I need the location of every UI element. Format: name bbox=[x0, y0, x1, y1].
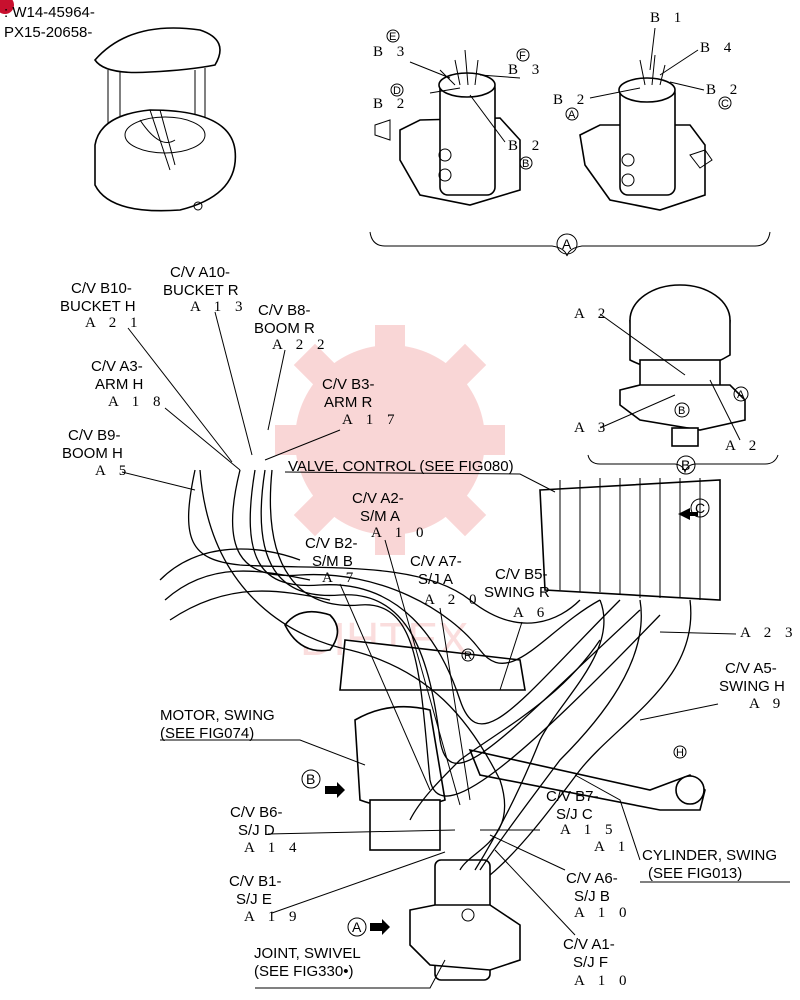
cv-b8-line2: BOOM R bbox=[254, 320, 315, 337]
cv-a3-line2: ARM H bbox=[95, 376, 143, 393]
cv-a10-ref: A 1 3 bbox=[190, 299, 248, 315]
detail-a-tag-a: A bbox=[568, 109, 576, 121]
detail-a-tag-e: E bbox=[389, 31, 396, 43]
cv-a10-line2: BUCKET R bbox=[163, 282, 239, 299]
detail-a-ref-6: B 4 bbox=[700, 40, 736, 56]
cv-b10-line1: C/V B10- bbox=[71, 280, 132, 297]
header-badge-icon bbox=[0, 0, 14, 14]
cv-b10-ref: A 2 1 bbox=[85, 315, 143, 331]
view-a-arrow-icon bbox=[370, 919, 390, 935]
detail-a-ref-1: B 3 bbox=[373, 44, 409, 60]
detail-view-b: B A 2 A 3 A 2 A B bbox=[574, 284, 779, 475]
view-markers: C B A R H bbox=[301, 498, 710, 937]
serial-2: PX15-20658- bbox=[4, 24, 92, 41]
cv-b5-ref: A 6 bbox=[513, 605, 549, 621]
detail-a-tag-d: D bbox=[393, 85, 401, 97]
cv-b9-line2: BOOM H bbox=[62, 445, 123, 462]
cylinder-line2: (SEE FIG013) bbox=[648, 865, 742, 882]
marker-h: H bbox=[676, 747, 684, 759]
cv-a5-line2: SWING H bbox=[719, 678, 785, 695]
cv-a6-ref: A 1 0 bbox=[574, 905, 632, 921]
cv-b3-line2: ARM R bbox=[324, 394, 373, 411]
detail-a-ref-2: B 3 bbox=[508, 62, 544, 78]
cv-b3-line1: C/V B3- bbox=[322, 376, 375, 393]
a1-ref: A 1 bbox=[594, 839, 630, 855]
cv-a1-line1: C/V A1- bbox=[563, 936, 615, 953]
cv-a6-line1: C/V A6- bbox=[566, 870, 618, 887]
detail-a-ref-7: B 2 bbox=[553, 92, 589, 108]
cv-b3-ref: A 1 7 bbox=[342, 412, 400, 428]
cv-b2-line2: S/M B bbox=[312, 553, 353, 570]
detail-a-ref-4: B 2 bbox=[508, 138, 544, 154]
cv-a7-line1: C/V A7- bbox=[410, 553, 462, 570]
cv-a10-line1: C/V A10- bbox=[170, 264, 230, 281]
cv-b7-line2: S/J C bbox=[556, 806, 593, 823]
cylinder-line1: CYLINDER, SWING bbox=[642, 847, 777, 864]
a23-ref: A 2 3 bbox=[740, 625, 798, 641]
cv-b2-line1: C/V B2- bbox=[305, 535, 358, 552]
cv-b2-ref: A 7 bbox=[322, 570, 358, 586]
cv-b6-line2: S/J D bbox=[238, 822, 275, 839]
detail-a-tag-c: C bbox=[721, 98, 729, 110]
detail-b-ref-1: A 2 bbox=[574, 306, 610, 322]
detail-a-ref-8: B 2 bbox=[706, 82, 742, 98]
detail-a-tag-f: F bbox=[519, 50, 526, 62]
machine-overview bbox=[93, 27, 237, 212]
cv-a7-line2: S/J A bbox=[418, 571, 453, 588]
cv-b6-line1: C/V B6- bbox=[230, 804, 283, 821]
detail-b-ref-3: A 2 bbox=[725, 438, 761, 454]
leader-lines bbox=[121, 311, 790, 989]
motor-line2: (SEE FIG074) bbox=[160, 725, 254, 742]
serial-1: : W14-45964- bbox=[4, 4, 95, 21]
cv-a7-ref: A 2 0 bbox=[424, 592, 482, 608]
view-b-arrow-icon bbox=[325, 782, 345, 798]
motor-line1: MOTOR, SWING bbox=[160, 707, 275, 724]
cv-a3-ref: A 1 8 bbox=[108, 394, 166, 410]
detail-a-ref-3: B 2 bbox=[373, 96, 409, 112]
detail-a-ref-5: B 1 bbox=[650, 10, 686, 26]
cv-b5-line2: SWING R bbox=[484, 584, 550, 601]
detail-b-tag-b: B bbox=[678, 405, 685, 417]
cv-b9-line1: C/V B9- bbox=[68, 427, 121, 444]
joint-line1: JOINT, SWIVEL bbox=[254, 945, 361, 962]
cv-b9-ref: A 5 bbox=[95, 463, 131, 479]
cv-a1-ref: A 1 0 bbox=[574, 973, 632, 989]
cv-a2-line1: C/V A2- bbox=[352, 490, 404, 507]
detail-a-caption: A bbox=[562, 236, 572, 252]
cv-b7-ref: A 1 5 bbox=[560, 822, 618, 838]
cv-a1-line2: S/J F bbox=[573, 954, 608, 971]
marker-c: C bbox=[695, 500, 705, 516]
cv-b5-line1: C/V B5- bbox=[495, 566, 548, 583]
cv-a3-line1: C/V A3- bbox=[91, 358, 143, 375]
marker-b: B bbox=[306, 771, 315, 787]
detail-b-caption: B bbox=[681, 457, 690, 473]
cv-a2-line2: S/M A bbox=[360, 508, 400, 525]
cv-a6-line2: S/J B bbox=[574, 888, 610, 905]
watermark-gear-icon bbox=[275, 325, 505, 555]
detail-b-tag-a: A bbox=[737, 389, 745, 401]
valve-label: VALVE, CONTROL (SEE FIG080) bbox=[288, 458, 514, 475]
cv-a5-ref: A 9 bbox=[749, 696, 785, 712]
cv-b8-ref: A 2 2 bbox=[272, 337, 330, 353]
cv-b1-ref: A 1 9 bbox=[244, 909, 302, 925]
detail-a-tag-b: B bbox=[522, 158, 529, 170]
cv-b10-line2: BUCKET H bbox=[60, 298, 136, 315]
cv-b8-line1: C/V B8- bbox=[258, 302, 311, 319]
cv-a5-line1: C/V A5- bbox=[725, 660, 777, 677]
cv-a2-ref: A 1 0 bbox=[371, 525, 429, 541]
main-assembly bbox=[159, 469, 721, 981]
detail-view-a: A B 3 B 3 B 2 B 2 B 1 B 4 B 2 B 2 E F D … bbox=[369, 10, 771, 257]
view-c-arrow-icon bbox=[678, 508, 698, 520]
cv-b1-line1: C/V B1- bbox=[229, 873, 282, 890]
cv-b1-line2: S/J E bbox=[236, 891, 272, 908]
cv-b6-ref: A 1 4 bbox=[244, 840, 302, 856]
marker-r: R bbox=[464, 650, 472, 662]
detail-b-ref-2: A 3 bbox=[574, 420, 610, 436]
marker-a: A bbox=[352, 919, 362, 935]
cv-b7-line1: C/V B7- bbox=[546, 788, 599, 805]
callout-labels: C/V B10- BUCKET H A 2 1 C/V A10- BUCKET … bbox=[60, 264, 798, 989]
joint-line2: (SEE FIG330•) bbox=[254, 963, 353, 980]
